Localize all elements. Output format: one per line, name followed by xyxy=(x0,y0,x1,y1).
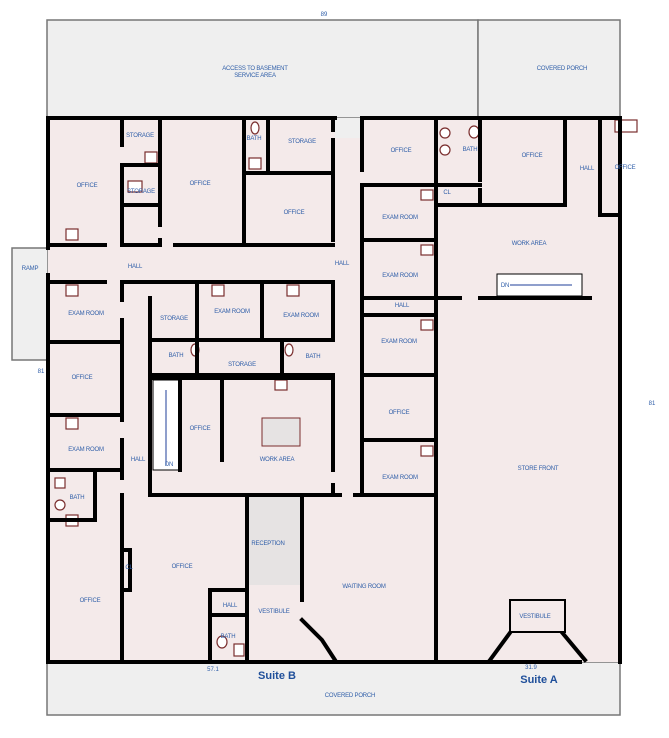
room-label: OFFICE xyxy=(80,598,101,604)
room-label: STORAGE xyxy=(126,133,154,139)
work-table xyxy=(261,417,301,447)
dimension-bottom-right: 31.9 xyxy=(525,665,537,671)
entry-recess xyxy=(335,118,362,138)
room-label: OFFICE xyxy=(389,410,410,416)
covered-porch-top xyxy=(477,19,621,119)
room-label: HALL xyxy=(223,603,238,609)
room-label: BATH xyxy=(306,354,321,360)
room-label: DN xyxy=(501,283,509,289)
walls xyxy=(46,116,622,664)
room-label: OFFICE xyxy=(190,426,211,432)
room-label: CL xyxy=(443,190,451,196)
room-label: BATH xyxy=(247,136,262,142)
ramp xyxy=(11,247,49,361)
room-label: EXAM ROOM xyxy=(283,313,319,319)
basement-service-area xyxy=(46,19,479,119)
label-basement: ACCESS TO BASEMENT xyxy=(222,66,288,72)
room-label: OFFICE xyxy=(77,183,98,189)
room-label: WORK AREA xyxy=(260,457,295,463)
room-label: EXAM ROOM xyxy=(382,475,418,481)
stairs-right xyxy=(496,273,583,297)
vestibule-a xyxy=(509,599,566,633)
dimension-bottom-left: 57.1 xyxy=(207,667,219,673)
suite-b-label: Suite B xyxy=(258,670,296,682)
label-basement-2: SERVICE AREA xyxy=(234,73,276,79)
label-ramp: RAMP xyxy=(22,266,39,272)
room-label: WAITING ROOM xyxy=(342,584,386,590)
room-label: STORAGE xyxy=(160,316,188,322)
room-label: STORAGE xyxy=(228,362,256,368)
room-label: BATH xyxy=(70,495,85,501)
plumbing-fixtures xyxy=(54,119,638,657)
stairs-left xyxy=(152,379,180,471)
room-label: EXAM ROOM xyxy=(214,309,250,315)
room-label: OFFICE xyxy=(72,375,93,381)
room-label: BATH xyxy=(221,634,236,640)
suite-a-label: Suite A xyxy=(520,674,558,686)
room-label: VESTIBULE xyxy=(258,609,289,615)
room-label: WORK AREA xyxy=(512,241,547,247)
label-porch-bottom: COVERED PORCH xyxy=(325,693,375,699)
room-label: OFFICE xyxy=(172,564,193,570)
room-label: EXAM ROOM xyxy=(68,447,104,453)
room-label: EXAM ROOM xyxy=(382,215,418,221)
room-label: EXAM ROOM xyxy=(382,273,418,279)
label-porch-top: COVERED PORCH xyxy=(537,66,587,72)
room-label: VESTIBULE xyxy=(519,614,550,620)
room-label: HALL xyxy=(580,166,595,172)
room-label: OFFICE xyxy=(615,165,636,171)
room-labels: OFFICE STORAGE STORAGE OFFICE BATH STORA… xyxy=(68,133,636,640)
room-label: BATH xyxy=(463,147,478,153)
dimension-top: 89 xyxy=(321,12,328,18)
room-label: OFFICE xyxy=(522,153,543,159)
room-label: DN xyxy=(165,462,173,468)
room-label: STORAGE xyxy=(288,139,316,145)
dimension-left: 81 xyxy=(38,369,45,375)
room-label: OFFICE xyxy=(190,181,211,187)
room-label: EXAM ROOM xyxy=(381,339,417,345)
room-label: HALL xyxy=(131,457,146,463)
room-label: OFFICE xyxy=(284,210,305,216)
room-label: HALL xyxy=(128,264,143,270)
room-label: BATH xyxy=(169,353,184,359)
room-label: HALL xyxy=(335,261,350,267)
room-label: EXAM ROOM xyxy=(68,311,104,317)
reception-counter-area xyxy=(249,497,301,585)
room-label: HALL xyxy=(395,303,410,309)
room-label: OFFICE xyxy=(391,148,412,154)
room-label: STORAGE xyxy=(127,189,155,195)
room-label: CL xyxy=(125,565,133,571)
room-label: RECEPTION xyxy=(251,541,284,547)
room-label: STORE FRONT xyxy=(518,466,559,472)
dimension-right: 81 xyxy=(649,401,656,407)
